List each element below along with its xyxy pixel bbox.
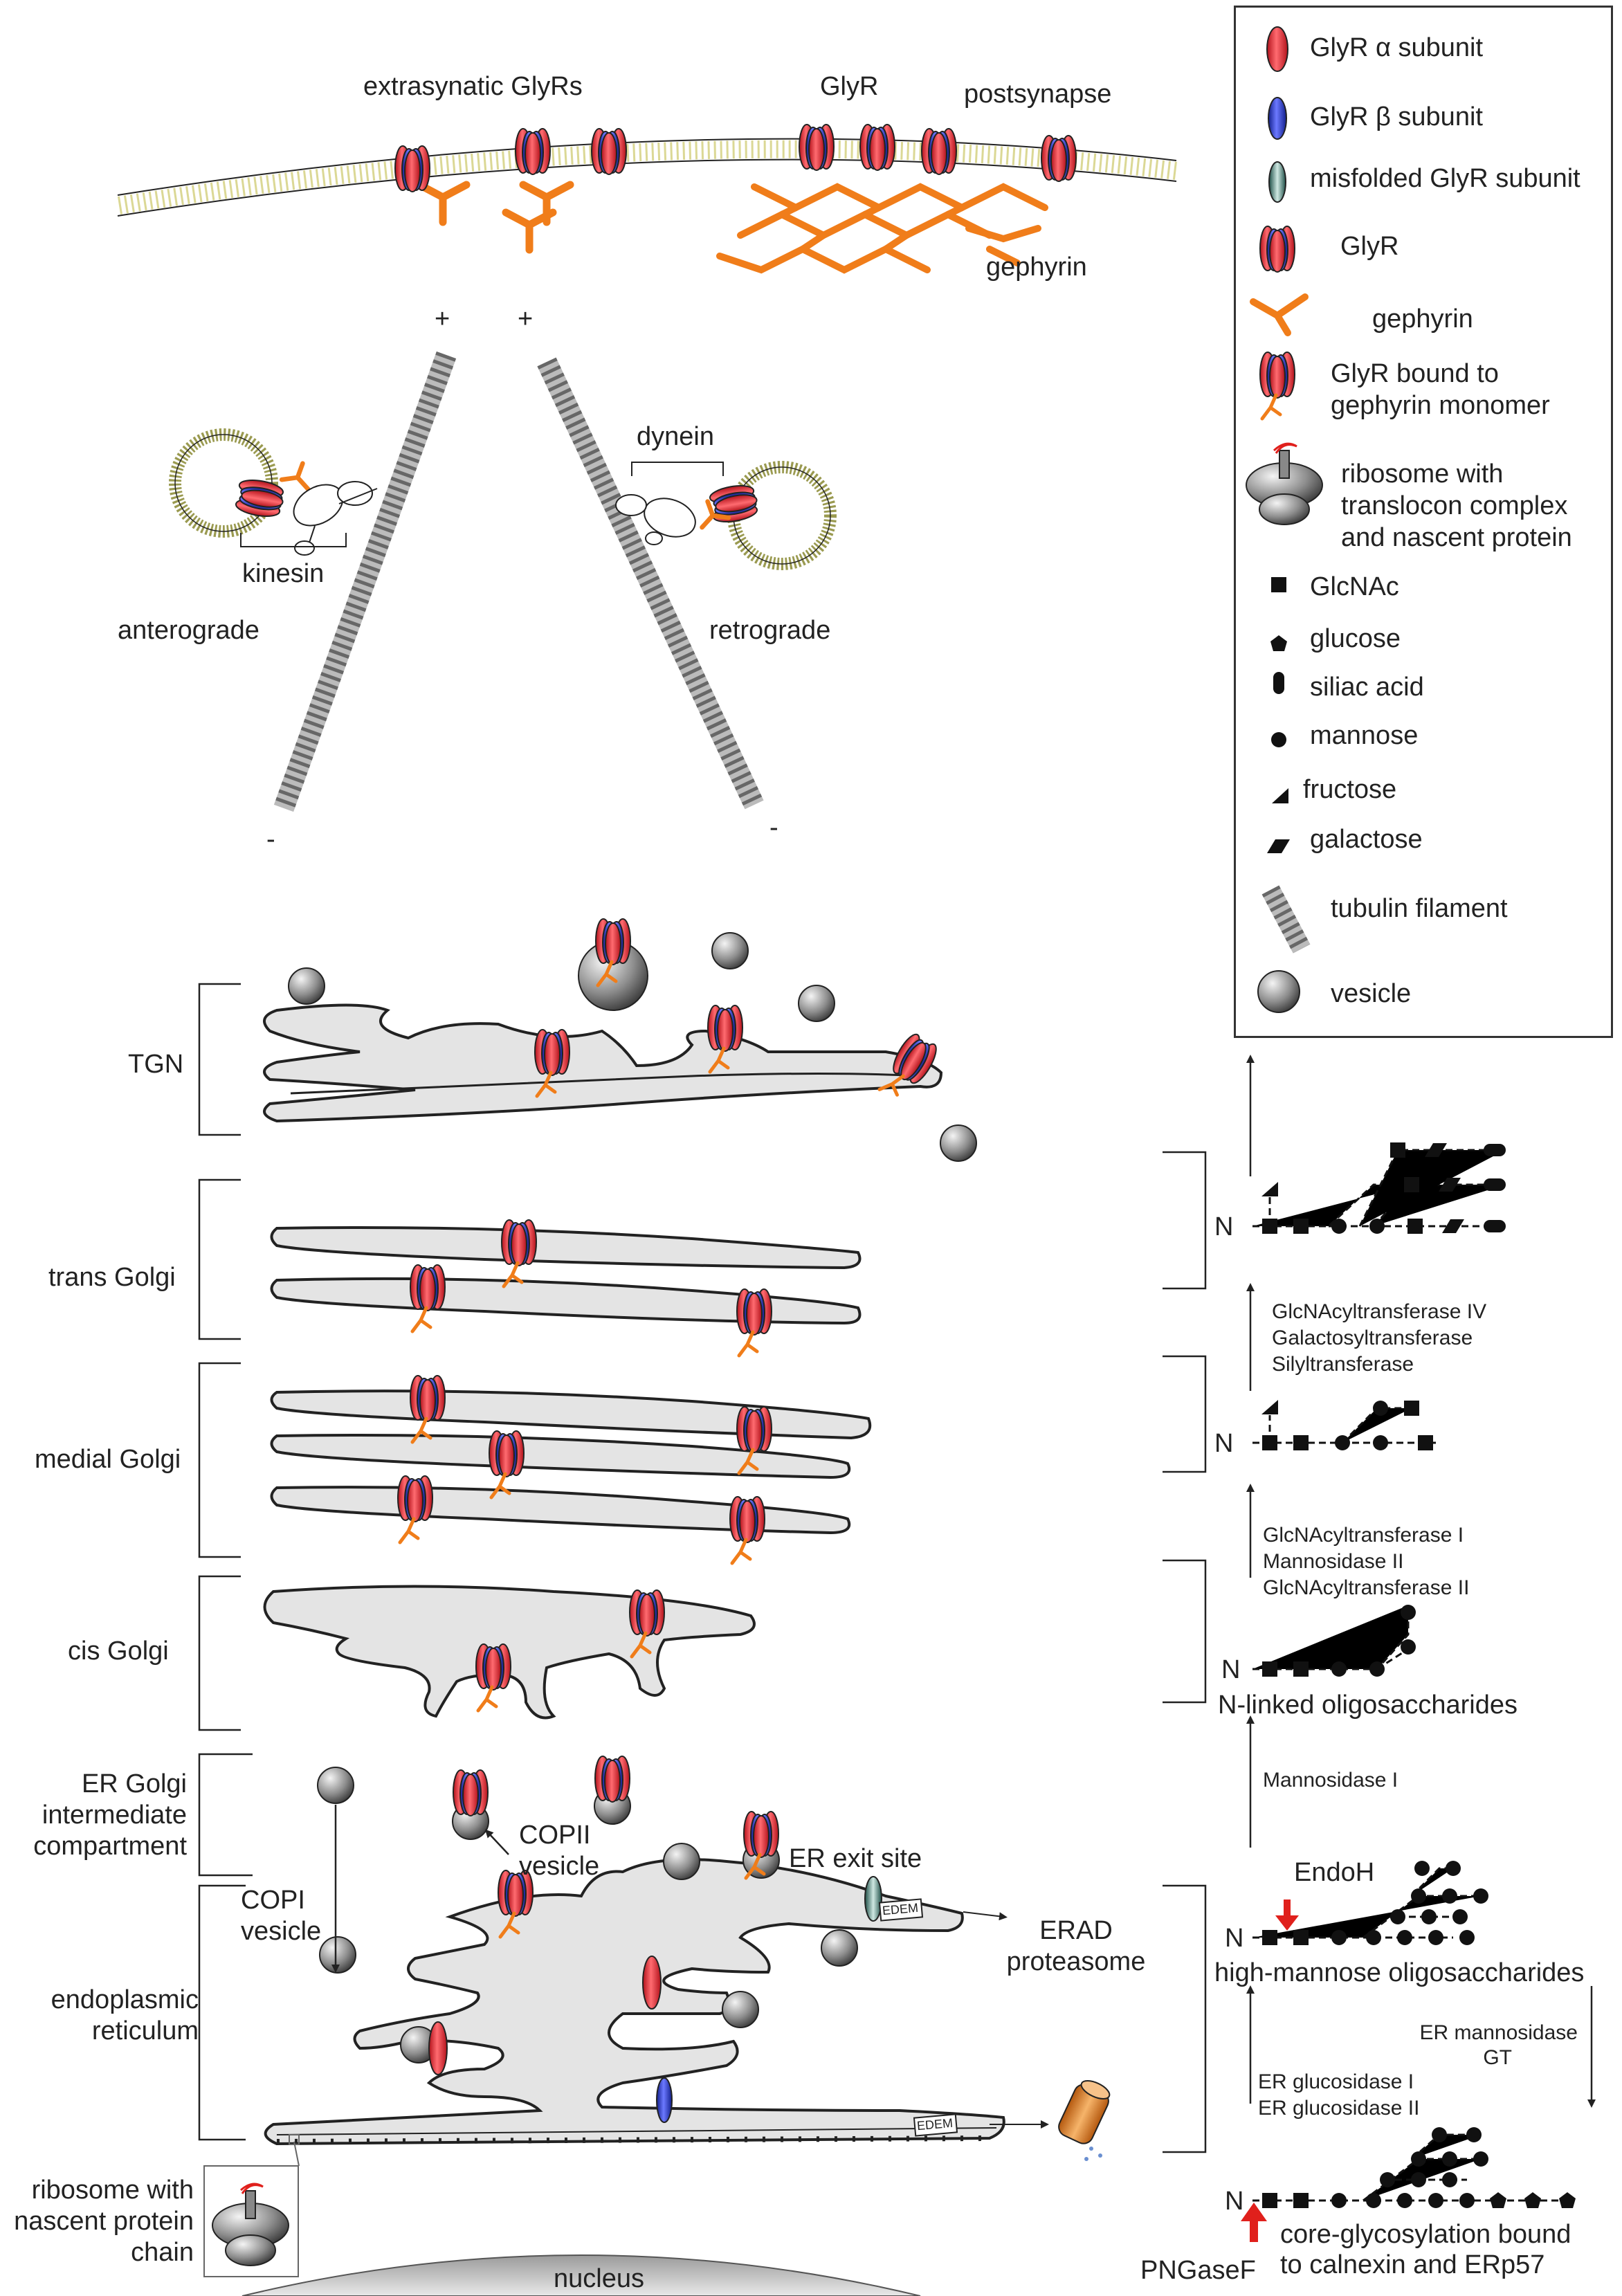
- er-glucosidase-label: ER glucosidase I ER glucosidase II: [1258, 2070, 1420, 2120]
- legend-symbols: [1246, 26, 1323, 1013]
- fructose-icon: [1272, 788, 1288, 803]
- postsynaptic-membrane: [117, 138, 1178, 217]
- transport-vesicle-retrograde: [615, 461, 837, 570]
- glyr-label: GlyR: [820, 72, 879, 101]
- retrograde-label: retrograde: [709, 616, 831, 645]
- dynein-label: dynein: [637, 422, 714, 451]
- postsynapse-label: postsynapse: [964, 80, 1112, 109]
- glcnac-icon: [1271, 577, 1286, 592]
- galactose-icon: [1267, 839, 1290, 853]
- legend-beta-text: GlyR β subunit: [1310, 102, 1483, 131]
- erad-proteasome-label: ERAD proteasome: [1006, 1916, 1146, 1976]
- synaptic-gephyrin-lattice: [716, 183, 1048, 274]
- mannosidase-i-label: Mannosidase I: [1263, 1769, 1398, 1792]
- nucleus-shape: [242, 2254, 921, 2296]
- extrasynaptic-label: extrasynatic GlyRs: [363, 72, 583, 101]
- endoh-arrow: [1275, 1899, 1299, 1931]
- microtubule-retrograde: [537, 357, 764, 810]
- legend-ribosome-text: ribosome with translocon complex and nas…: [1341, 459, 1572, 552]
- legend-fructose-text: fructose: [1303, 775, 1397, 804]
- gephyrin-label: gephyrin: [986, 253, 1087, 282]
- minus-end-right: -: [769, 813, 778, 842]
- pngasef-label: PNGaseF: [1140, 2256, 1256, 2285]
- legend-galactose-text: galactose: [1310, 825, 1423, 854]
- tgn-label: TGN: [128, 1050, 184, 1079]
- glycosylation-arrows: [1246, 1055, 1596, 2108]
- glucose-icon: [1270, 635, 1287, 651]
- n-linked-label: N-linked oligosaccharides: [1218, 1691, 1518, 1720]
- legend-vesicle-text: vesicle: [1331, 979, 1412, 1008]
- vesicle-icon: [1257, 970, 1300, 1013]
- trans-golgi-label: trans Golgi: [48, 1263, 176, 1292]
- enzymes-upper: GlcNAcyltransferase IV Galactosyltransfe…: [1272, 1300, 1487, 1376]
- mannose-icon: [1271, 732, 1286, 747]
- minus-end-left: -: [266, 825, 275, 854]
- kinesin-bracket: [240, 533, 347, 547]
- plus-end-right: +: [518, 304, 534, 334]
- legend-misfolded-text: misfolded GlyR subunit: [1310, 164, 1580, 193]
- alpha-subunit-icon: [1266, 26, 1288, 72]
- legend-glyr-text: GlyR: [1340, 232, 1399, 261]
- sialic-acid-icon: [1273, 672, 1284, 694]
- right-brackets: [1163, 1151, 1207, 2153]
- n-symbol-mature: N: [1214, 1212, 1234, 1241]
- medial-golgi-organelle: [270, 1390, 872, 1535]
- n-symbol-core: N: [1225, 2187, 1244, 2216]
- glycan-mature: [1252, 1149, 1505, 1228]
- n-symbol-cis: N: [1221, 1655, 1241, 1684]
- endoh-label: EndoH: [1294, 1858, 1375, 1887]
- proteasome: [1058, 2080, 1111, 2161]
- high-mannose-label: high-mannose oligosaccharides: [1214, 1958, 1585, 1987]
- plus-end-left: +: [435, 304, 450, 334]
- nucleus-label: nucleus: [554, 2264, 644, 2293]
- legend-glyr-gephyrin-text: GlyR bound to gephyrin monomer: [1331, 359, 1550, 420]
- copi-label: COPI vesicle: [241, 1886, 322, 1946]
- legend-mannose-text: mannose: [1310, 721, 1419, 750]
- ergic-label: ER Golgi intermediate compartment: [33, 1769, 187, 1861]
- glycan-core: [1252, 2133, 1574, 2202]
- dynein-bracket: [631, 462, 724, 476]
- enzymes-mid: GlcNAcyltransferase I Mannosidase II Glc…: [1263, 1524, 1470, 1599]
- legend-alpha-text: GlyR α subunit: [1310, 33, 1484, 62]
- microtubule-anterograde: [273, 351, 457, 812]
- gephyrin-icon: [1250, 293, 1309, 336]
- ribosome-inset: [203, 2134, 300, 2277]
- glyr-icon: [1259, 226, 1295, 273]
- er-free-subunits: [428, 1876, 882, 2123]
- tgn-organelle: [263, 1003, 943, 1123]
- legend-tubulin-text: tubulin filament: [1331, 894, 1508, 923]
- pngasef-arrow: [1241, 2203, 1267, 2242]
- medial-golgi-label: medial Golgi: [35, 1445, 181, 1474]
- glycan-cis: [1252, 1605, 1412, 1670]
- n-symbol-medial: N: [1214, 1429, 1234, 1458]
- legend-glcnac-text: GlcNAc: [1310, 572, 1399, 601]
- synaptic-glyr-group: [799, 124, 1077, 182]
- legend-glucose-text: glucose: [1310, 624, 1401, 653]
- cis-golgi-label: cis Golgi: [68, 1637, 169, 1666]
- edem-boxes: [878, 1898, 1049, 2137]
- legend-sialic-text: siliac acid: [1310, 673, 1424, 702]
- n-symbol-high-mannose: N: [1225, 1924, 1244, 1953]
- er-exit-site-label: ER exit site: [789, 1844, 922, 1873]
- er-label: endoplasmic reticulum: [51, 1985, 199, 2046]
- legend-gephyrin-text: gephyrin: [1372, 304, 1473, 334]
- transport-vesicle-anterograde: [169, 428, 378, 556]
- beta-subunit-icon: [1268, 97, 1287, 140]
- tgn-vesicles: [288, 919, 977, 1162]
- kinesin-label: kinesin: [242, 559, 325, 588]
- er-organelle: [264, 1858, 1005, 2146]
- ribosome-icon: [1246, 442, 1323, 525]
- legend-panel: [1234, 6, 1613, 1038]
- er-transport-arrows: [331, 1805, 509, 1973]
- copii-label: COPII vesicle: [519, 1821, 600, 1881]
- er-mannosidase-label: ER mannosidase GT: [1419, 2021, 1578, 2069]
- left-brackets: [198, 983, 253, 2141]
- core-glycosylation-label: core-glycosylation bound to calnexin and…: [1280, 2220, 1571, 2279]
- misfolded-subunit-icon: [1268, 161, 1286, 203]
- anterograde-label: anterograde: [118, 616, 259, 645]
- tubulin-filament-icon: [1261, 885, 1311, 954]
- glyr-gephyrin-monomer-icon: [1260, 352, 1295, 419]
- ribosome-label: ribosome with nascent protein chain: [14, 2176, 194, 2267]
